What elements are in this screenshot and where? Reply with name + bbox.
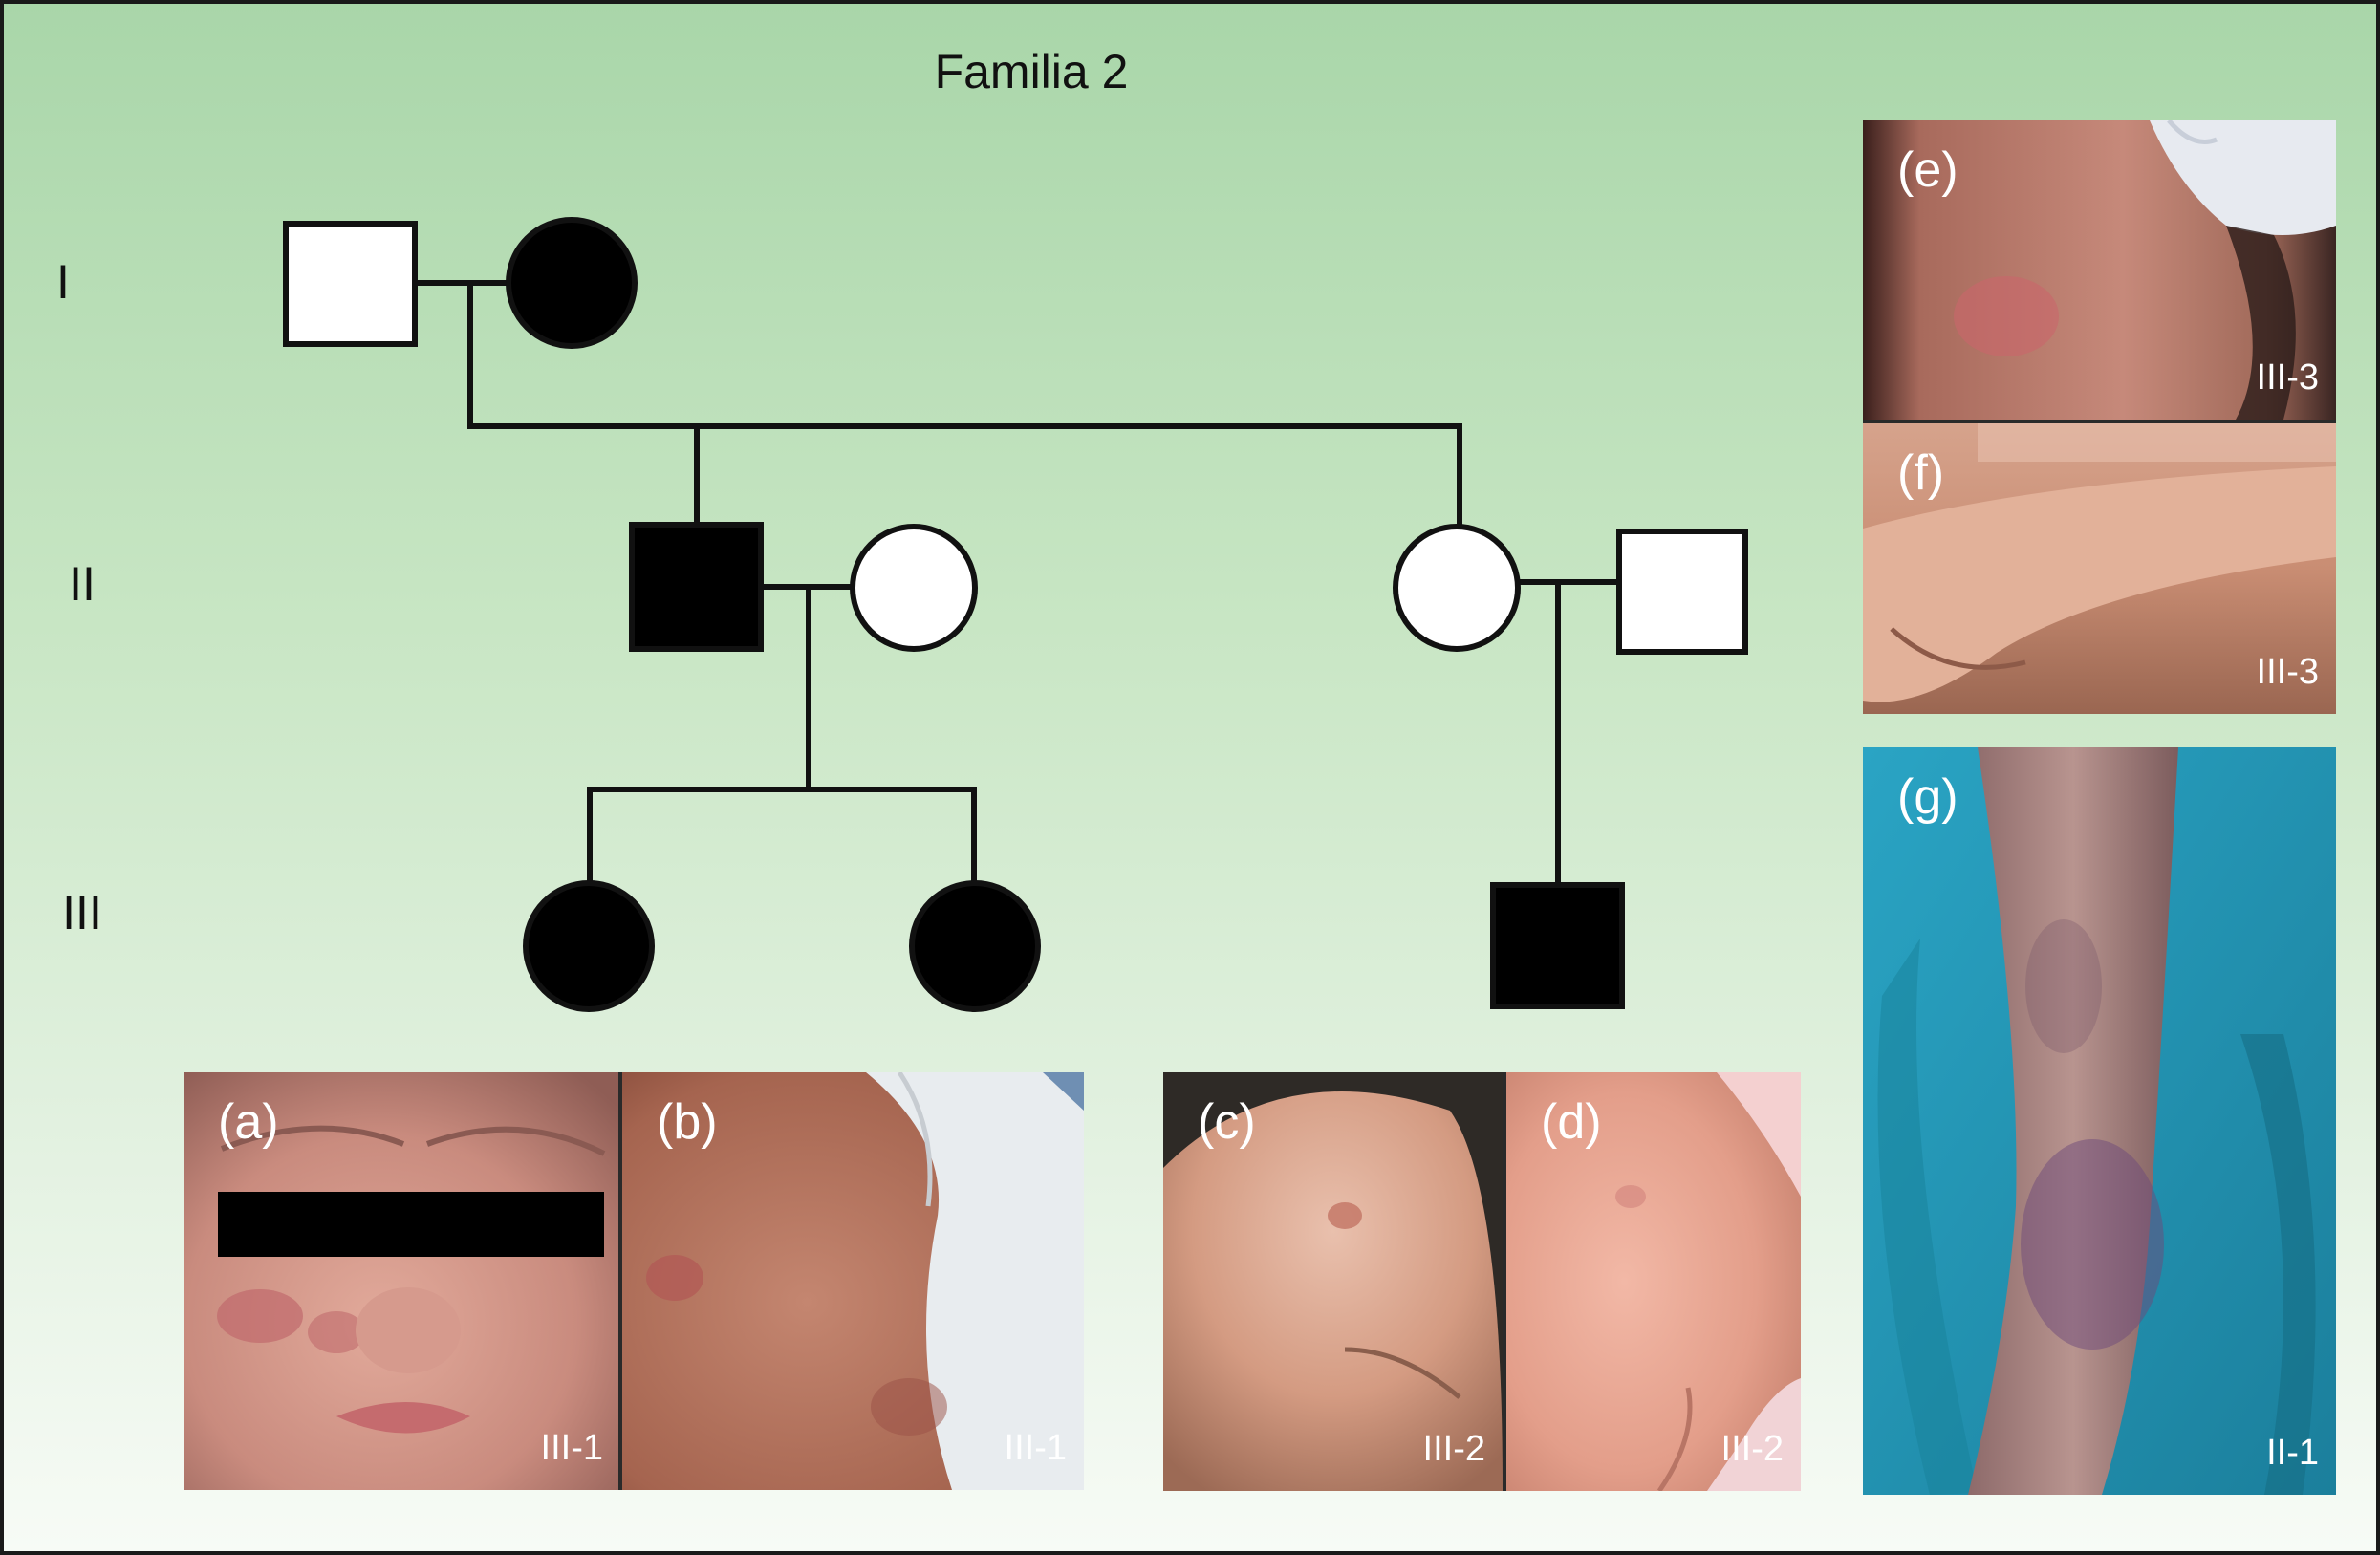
photo-divider-cd	[1503, 1072, 1506, 1491]
individual-ii-4-male-unaffected	[1616, 529, 1748, 655]
photo-e-id: III-3	[2256, 357, 2319, 398]
photo-a-label: (a)	[218, 1094, 279, 1150]
pedigree-chart	[283, 217, 1748, 1012]
privacy-bar	[218, 1192, 604, 1257]
photo-f-image	[1863, 423, 2336, 714]
photo-b-image	[622, 1072, 1084, 1490]
photo-b-id: III-1	[1004, 1428, 1067, 1468]
photo-e-label: (e)	[1897, 142, 1958, 198]
photo-a-id: III-1	[540, 1428, 603, 1468]
individual-ii-2-female-unaffected	[850, 524, 978, 652]
photo-e-image	[1863, 120, 2336, 420]
photo-a: (a) III-1	[184, 1072, 620, 1490]
photo-b: (b) III-1	[622, 1072, 1084, 1490]
individual-ii-3-female-unaffected	[1393, 524, 1521, 652]
individual-iii-1-female-affected	[523, 880, 655, 1012]
individual-iii-2-female-affected	[909, 880, 1041, 1012]
individual-ii-1-male-affected	[629, 522, 764, 652]
photo-c-image	[1163, 1072, 1503, 1491]
photo-panel-ab: (a) III-1 (b) III-1	[184, 1072, 1084, 1490]
photo-c-label: (c)	[1198, 1094, 1256, 1150]
photo-f: (f) III-3	[1863, 423, 2336, 714]
photo-e: (e) III-3	[1863, 120, 2336, 420]
photo-g-label: (g)	[1897, 769, 1958, 825]
photo-b-label: (b)	[657, 1094, 718, 1150]
individual-i-1-male-unaffected	[283, 221, 418, 347]
photo-c: (c) III-2	[1163, 1072, 1503, 1491]
photo-d-image	[1506, 1072, 1801, 1491]
photo-a-image	[184, 1072, 620, 1490]
generation-label-ii: II	[69, 557, 96, 611]
photo-c-id: III-2	[1422, 1429, 1485, 1469]
photo-g-id: II-1	[2266, 1433, 2319, 1473]
photo-d-label: (d)	[1541, 1094, 1602, 1150]
photo-divider-ab	[618, 1072, 622, 1490]
photo-d: (d) III-2	[1506, 1072, 1801, 1491]
individual-i-2-female-affected	[506, 217, 638, 349]
photo-panel-cd: (c) III-2 (d) III-2	[1163, 1072, 1801, 1491]
generation-label-i: I	[56, 255, 70, 309]
individual-iii-3-male-affected	[1490, 882, 1625, 1009]
photo-divider-ef	[1863, 420, 2336, 423]
photo-f-label: (f)	[1897, 445, 1945, 501]
photo-g: (g) II-1	[1863, 747, 2336, 1495]
figure-title: Familia 2	[934, 45, 1129, 98]
photo-f-id: III-3	[2256, 652, 2319, 692]
photo-g-image	[1863, 747, 2336, 1495]
photo-d-id: III-2	[1720, 1429, 1784, 1469]
generation-label-iii: III	[62, 886, 102, 939]
